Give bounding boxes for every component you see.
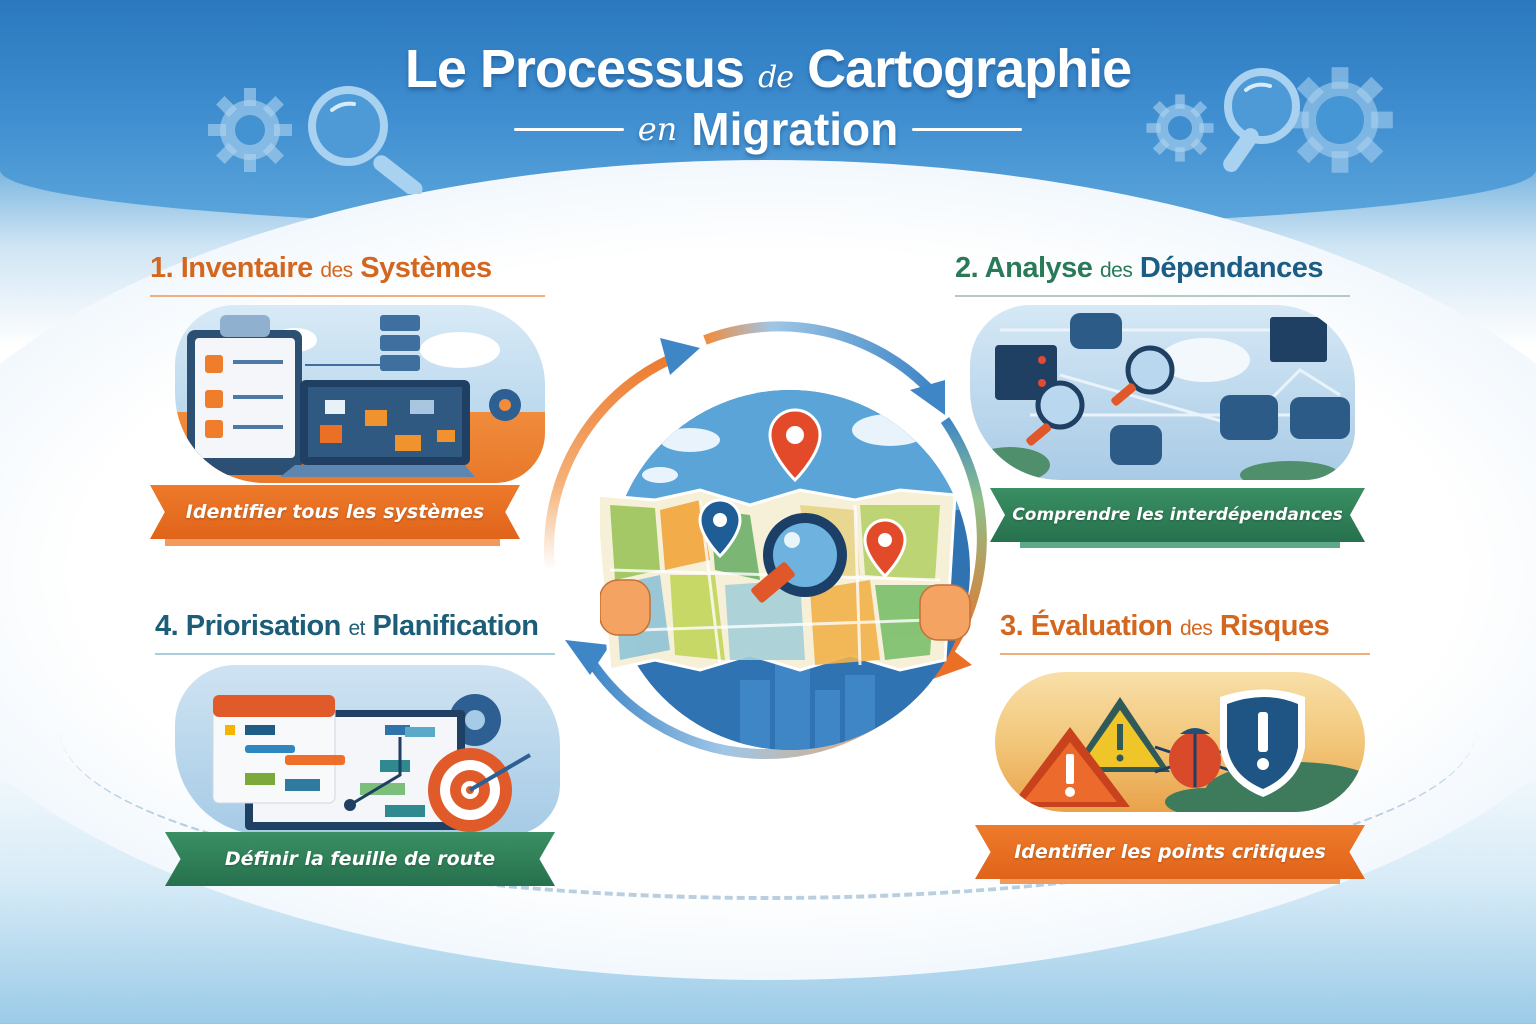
title-rule-right — [912, 127, 1023, 131]
step-1-illustration — [175, 305, 545, 483]
cloud-icon — [1160, 338, 1250, 382]
step-2-ribbon: Comprendre les interdépendances — [990, 488, 1365, 542]
bug-icon — [1154, 728, 1236, 788]
server-stack-icon — [305, 315, 420, 371]
dashed-arc — [60, 560, 1476, 900]
step-3-heading: 3. Évaluation des Risques — [1000, 610, 1370, 655]
shield-alert-icon — [1220, 689, 1305, 797]
step-heading-word: Dépendances — [1139, 252, 1324, 284]
gear-icon — [489, 389, 521, 421]
step-number: 3. — [1000, 610, 1024, 642]
clipboard-checklist-icon — [187, 315, 302, 475]
server-rack-icon — [995, 345, 1057, 400]
arrow-top-right — [703, 321, 934, 394]
step-heading-connector: des — [1179, 617, 1213, 640]
gear-icon — [208, 88, 292, 172]
title-connector: de — [758, 60, 794, 95]
arrow-top-left — [544, 350, 682, 571]
title-rule-left — [513, 127, 624, 131]
gear-icon — [1146, 94, 1214, 162]
magnifier-icon — [1026, 345, 1175, 446]
page-title: Le Processus de Cartographie en Migratio… — [0, 38, 1536, 156]
step-4-ribbon: Définir la feuille de route — [165, 832, 555, 886]
step-1-heading: 1. Inventaire des Systèmes — [150, 252, 545, 297]
magnifier-icon — [1223, 68, 1300, 173]
step-2-illustration — [970, 305, 1355, 480]
step-2-heading: 2. Analyse des Dépendances — [955, 252, 1350, 297]
step-heading-connector: des — [1099, 259, 1133, 282]
step-4-heading: 4. Priorisation et Planification — [155, 610, 555, 655]
map-pin-red-icon — [863, 518, 907, 579]
gear-icon — [1287, 67, 1393, 173]
step-number: 4. — [155, 610, 179, 642]
step-heading-word: Analyse — [984, 252, 1093, 284]
target-arrow-icon — [428, 748, 532, 832]
step-heading-word: Risques — [1219, 610, 1330, 642]
step-heading-connector: et — [348, 617, 365, 640]
step-4-illustration — [175, 665, 560, 835]
laptop-flowchart-icon — [280, 380, 475, 477]
step-heading-word: Inventaire — [180, 252, 314, 284]
step-heading-word: Planification — [372, 610, 539, 642]
map-pin-red-icon — [768, 408, 822, 483]
calendar-icon — [212, 694, 345, 804]
step-heading-word: Systèmes — [360, 252, 492, 284]
step-heading-word: Évaluation — [1030, 610, 1173, 642]
step-1-ribbon: Identifier tous les systèmes — [150, 485, 520, 539]
step-3-illustration — [995, 672, 1365, 812]
warning-triangle-yellow-icon — [1070, 697, 1170, 772]
map-pin-blue-icon — [698, 498, 742, 559]
step-3-ribbon: Identifier les points critiques — [975, 825, 1365, 879]
title-word: Migration — [691, 103, 899, 155]
step-number: 1. — [150, 252, 174, 284]
step-number: 2. — [955, 252, 979, 284]
step-heading-word: Priorisation — [185, 610, 342, 642]
title-word: Le Processus — [404, 39, 745, 99]
title-connector: en — [637, 110, 678, 148]
magnifier-icon — [308, 86, 423, 194]
step-heading-connector: des — [320, 259, 353, 282]
title-word: Cartographie — [807, 39, 1132, 99]
database-icon — [1070, 313, 1350, 465]
hands-icon — [600, 579, 971, 641]
warning-triangle-red-icon — [1010, 727, 1130, 807]
center-map-illustration — [600, 390, 971, 750]
magnifier-icon — [751, 513, 847, 603]
